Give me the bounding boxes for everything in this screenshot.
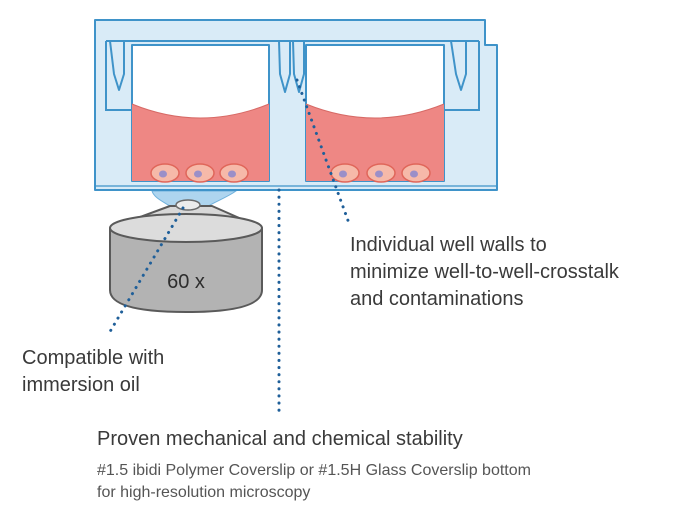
medium-well-2 bbox=[306, 104, 444, 181]
objective-front-lens bbox=[175, 199, 201, 211]
immersion-oil-label: Compatible with immersion oil bbox=[22, 345, 164, 399]
objective-lens: 60 x bbox=[109, 190, 263, 314]
objective-body bbox=[109, 228, 263, 314]
objective-magnification-label: 60 x bbox=[167, 271, 205, 293]
medium-well-1 bbox=[132, 104, 269, 181]
cell bbox=[185, 163, 215, 183]
cell bbox=[330, 163, 360, 183]
stability-title: Proven mechanical and chemical stability bbox=[97, 426, 463, 452]
coverslip-detail-line: for high-resolution microscopy bbox=[97, 484, 311, 501]
coverslip-detail-line: #1.5 ibidi Polymer Coverslip or #1.5H Gl… bbox=[97, 462, 531, 479]
cell bbox=[150, 163, 180, 183]
well-walls-label-line: and contaminations bbox=[350, 288, 524, 310]
cell bbox=[219, 163, 249, 183]
immersion-oil-label-line: Compatible with bbox=[22, 347, 165, 369]
well-walls-label-line: minimize well-to-well-crosstalk bbox=[350, 261, 619, 283]
coverslip-detail: #1.5 ibidi Polymer Coverslip or #1.5H Gl… bbox=[97, 460, 531, 504]
stability-title-text: Proven mechanical and chemical stability bbox=[97, 428, 463, 450]
cells bbox=[150, 163, 431, 183]
cell bbox=[366, 163, 396, 183]
well-walls-label-line: Individual well walls to bbox=[350, 234, 547, 256]
leader-line-well-walls bbox=[295, 78, 352, 228]
lid-rim bbox=[109, 40, 467, 93]
well-walls-label: Individual well walls to minimize well-t… bbox=[350, 232, 619, 313]
cell bbox=[401, 163, 431, 183]
objective-top-face bbox=[109, 213, 263, 243]
leader-lines bbox=[106, 78, 352, 414]
immersion-oil-label-line: immersion oil bbox=[22, 374, 140, 396]
